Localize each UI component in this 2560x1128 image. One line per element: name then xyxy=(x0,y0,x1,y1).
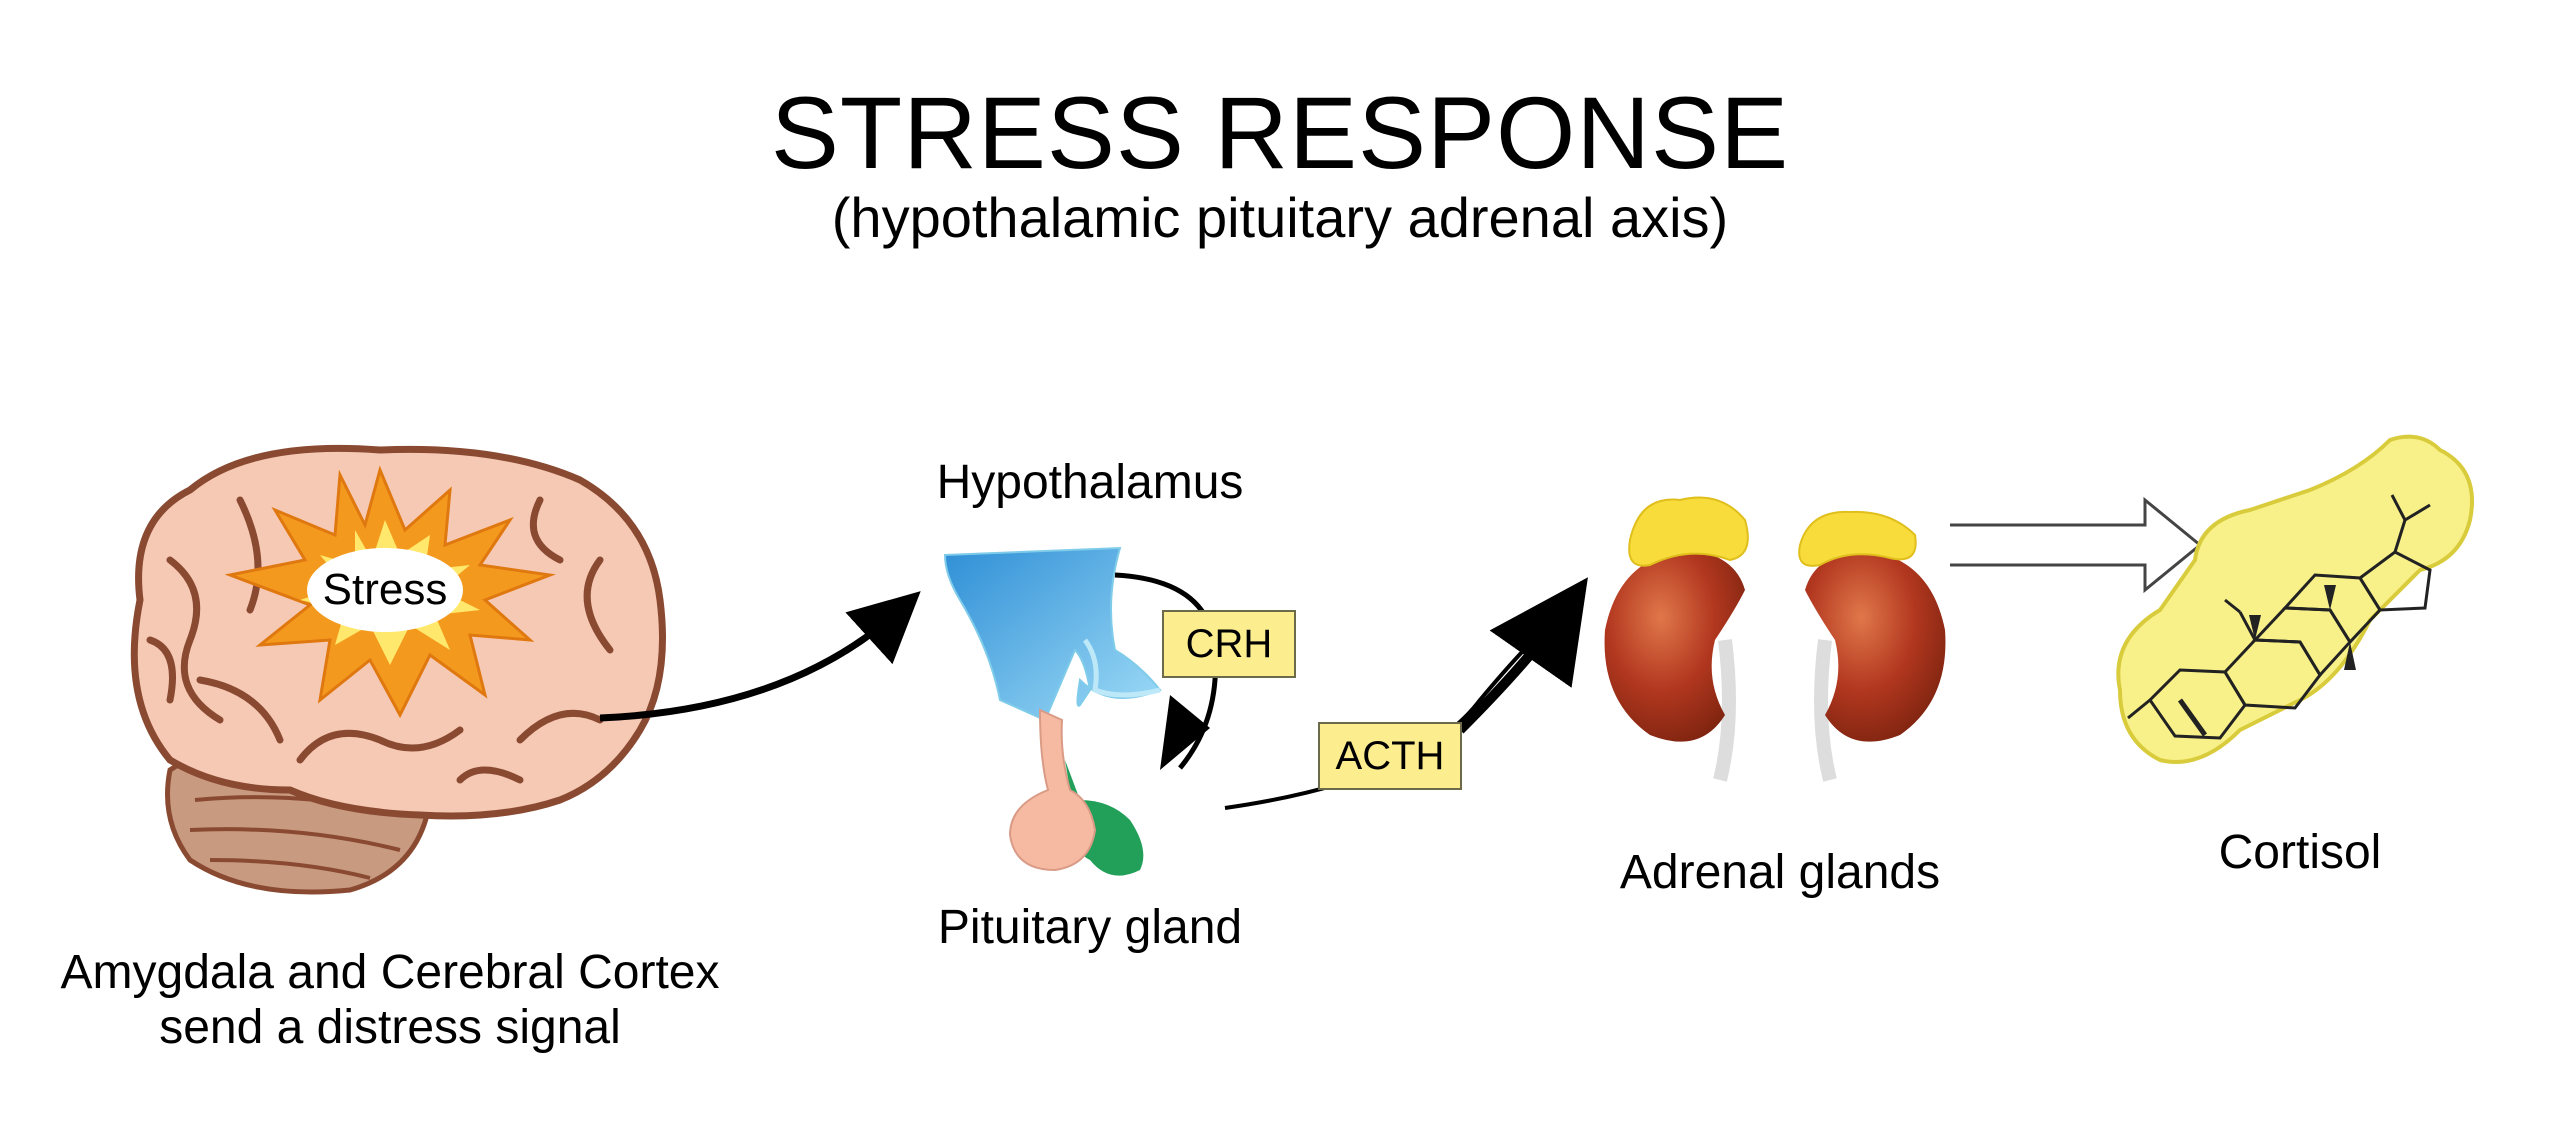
right-adrenal-gland-icon xyxy=(1798,510,1917,567)
acth-arrow-bold xyxy=(1456,577,1588,734)
left-kidney-icon xyxy=(1604,550,1745,742)
adrenal-glands-illustration xyxy=(1604,496,1946,782)
hypothalamus-icon xyxy=(943,546,1162,722)
right-ureter xyxy=(1814,639,1837,782)
crh-tag: CRH xyxy=(1162,610,1296,678)
cortisol-molecule-illustration xyxy=(2116,434,2474,764)
hypothalamus-pituitary-illustration xyxy=(943,546,1219,876)
cortisol-label: Cortisol xyxy=(2218,826,2382,879)
arrow-brain-to-hypothalamus xyxy=(599,591,921,722)
diagram-subtitle: (hypothalamic pituitary adrenal axis) xyxy=(831,186,1729,249)
adrenal-glands-label: Adrenal glands xyxy=(1619,846,1941,899)
hollow-arrow-to-cortisol xyxy=(1950,496,2203,594)
brain-illustration xyxy=(130,444,666,895)
left-ureter xyxy=(1713,639,1736,782)
right-kidney-icon xyxy=(1805,550,1946,742)
brain-caption-line1: Amygdala and Cerebral Cortex xyxy=(60,946,720,999)
left-adrenal-gland-icon xyxy=(1628,496,1749,567)
stereo-wedges xyxy=(2249,585,2356,670)
crh-arrow-head xyxy=(1160,695,1210,770)
diagram-title: STRESS RESPONSE xyxy=(770,76,1790,190)
acth-tag: ACTH xyxy=(1318,722,1462,790)
pituitary-gland-icon xyxy=(1008,708,1144,876)
stress-burst-icon xyxy=(224,465,556,719)
hypothalamus-label: Hypothalamus xyxy=(936,456,1244,509)
brain-stress-text: Stress xyxy=(322,565,448,614)
brain-caption-line2: send a distress signal xyxy=(159,1001,621,1054)
pituitary-gland-label: Pituitary gland xyxy=(937,901,1243,954)
